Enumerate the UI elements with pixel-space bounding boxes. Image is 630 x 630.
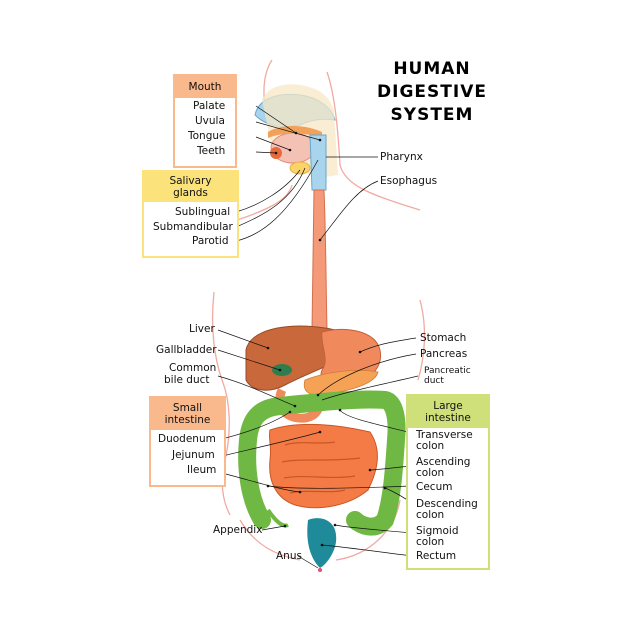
small-intestine-group-title-1: Small: [172, 402, 203, 414]
label-ileum: Ileum: [187, 464, 217, 476]
label-rectum: Rectum: [416, 550, 457, 562]
label-anus: Anus: [276, 550, 302, 562]
small-intestine-shape: [268, 423, 378, 509]
label-transverse-colon-1: Transverse: [416, 429, 473, 441]
rectum-shape: [307, 518, 337, 568]
label-pancreas: Pancreas: [420, 348, 468, 360]
label-appendix: Appendix: [213, 524, 263, 536]
label-ascending-colon-2: colon: [416, 467, 445, 479]
label-duodenum: Duodenum: [158, 433, 216, 445]
gallbladder-shape: [272, 364, 292, 376]
label-transverse-colon-2: colon: [416, 440, 445, 452]
large-intestine-group-title-2: intestine: [425, 412, 471, 424]
appendix-shape: [266, 508, 289, 528]
label-jejunum: Jejunum: [172, 449, 215, 461]
small-intestine-folds: [281, 441, 361, 494]
label-pharynx: Pharynx: [380, 151, 423, 163]
label-descending-colon-1: Descending: [416, 498, 478, 510]
label-ascending-colon-1: Ascending: [416, 456, 471, 468]
mouth-group-title: Mouth: [188, 81, 222, 93]
title-line-3: SYSTEM: [390, 105, 474, 125]
mouth-group-box: Mouth: [173, 74, 237, 168]
label-uvula: Uvula: [195, 115, 225, 127]
title-line-1: HUMAN: [393, 59, 471, 79]
salivary-group-box: Salivary glands: [142, 170, 239, 258]
label-palate: Palate: [193, 100, 226, 112]
label-descending-colon-2: colon: [416, 509, 445, 521]
pancreas-shape: [303, 370, 379, 396]
large-intestine-shape: [238, 390, 406, 536]
label-parotid: Parotid: [192, 235, 229, 247]
large-intestine-group-title-1: Large: [433, 400, 463, 412]
salivary-group-header: Salivary glands: [144, 172, 237, 202]
small-intestine-group-box: Small intestine: [149, 396, 226, 487]
large-intestine-group-box: Large intestine: [406, 394, 490, 570]
label-pancreatic-duct-2: duct: [424, 376, 444, 386]
label-tongue: Tongue: [188, 130, 226, 142]
label-gallbladder: Gallbladder: [156, 344, 217, 356]
small-intestine-group-header: Small intestine: [151, 398, 224, 430]
leader-dots: [266, 131, 387, 547]
label-stomach: Stomach: [420, 332, 467, 344]
label-pancreatic-duct-1: Pancreatic: [424, 366, 471, 376]
label-common-bile-duct-1: Common: [169, 362, 217, 374]
label-teeth: Teeth: [197, 145, 226, 157]
pharynx-shape: [309, 134, 327, 191]
anus-point: [318, 568, 322, 572]
salivary-group-title-2: glands: [173, 187, 208, 199]
salivary-gland-shape: [289, 161, 311, 175]
label-cecum: Cecum: [416, 481, 453, 493]
label-submandibular: Submandibular: [153, 221, 233, 233]
label-liver: Liver: [189, 323, 215, 335]
label-sigmoid-colon-2: colon: [416, 536, 445, 548]
title-line-2: DIGESTIVE: [377, 82, 487, 102]
salivary-group-title-1: Salivary: [169, 175, 212, 187]
leader-lines: [217, 105, 419, 569]
label-sigmoid-colon-1: Sigmoid: [416, 525, 459, 537]
esophagus-shape: [311, 189, 328, 331]
mouth-group-header: Mouth: [175, 76, 235, 98]
label-esophagus: Esophagus: [380, 175, 438, 187]
diagram-title: HUMAN DIGESTIVE SYSTEM: [352, 58, 512, 127]
large-intestine-group-header: Large intestine: [408, 396, 488, 428]
small-intestine-group-title-2: intestine: [164, 414, 211, 426]
label-common-bile-duct-2: bile duct: [164, 374, 210, 386]
label-sublingual: Sublingual: [175, 206, 231, 218]
